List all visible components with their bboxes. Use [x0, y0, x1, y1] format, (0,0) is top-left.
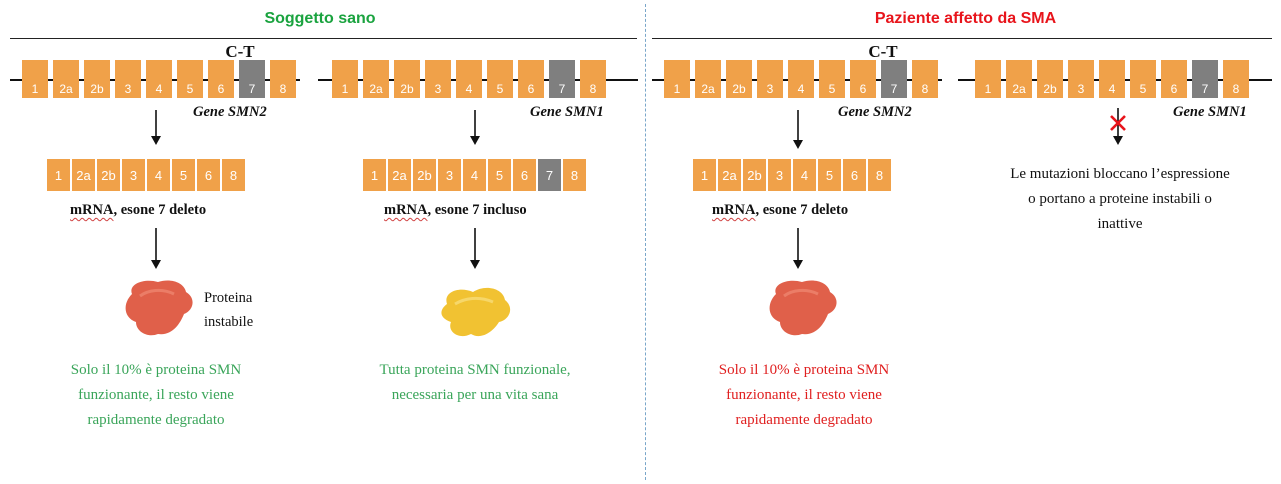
- exon-3: 3: [757, 60, 783, 98]
- exon-8: 8: [912, 60, 938, 98]
- mrna-exon-8: 8: [867, 158, 892, 192]
- arrow-down-icon: [793, 228, 803, 269]
- exon-2b: 2b: [726, 60, 752, 98]
- right-panel-title: Paziente affetto da SMA: [874, 10, 1057, 27]
- exon-4: 4: [1099, 60, 1125, 98]
- arrow-down-icon: [151, 110, 161, 145]
- gene-label-smn2-healthy: Gene SMN2: [193, 104, 267, 120]
- mrna-exon-2a: 2a: [387, 158, 412, 192]
- exon-6: 6: [518, 60, 544, 98]
- exon-3: 3: [115, 60, 141, 98]
- arrow-down-icon: [470, 228, 480, 269]
- arrow-down-icon: [151, 228, 161, 269]
- exon-6: 6: [208, 60, 234, 98]
- mrna-exon-4: 4: [146, 158, 171, 192]
- ct-label-right: C-T: [868, 42, 898, 61]
- mrna-exon-3: 3: [767, 158, 792, 192]
- mrna-exon-3: 3: [437, 158, 462, 192]
- caption-smn1-sma: Le mutazioni bloccano l’espressione o po…: [1010, 166, 1230, 232]
- exon-7: 7: [549, 60, 575, 98]
- ct-label-left: C-T: [225, 42, 255, 61]
- exon-2b: 2b: [394, 60, 420, 98]
- exon-2a: 2a: [363, 60, 389, 98]
- exon-1: 1: [975, 60, 1001, 98]
- mrna-label-deleted-healthy: mRNA, esone 7 deleto: [70, 202, 206, 219]
- exon-2b: 2b: [1037, 60, 1063, 98]
- exon-1: 1: [664, 60, 690, 98]
- arrow-down-icon: [793, 110, 803, 149]
- mrna-exon-2b: 2b: [96, 158, 121, 192]
- left-title-rule: [10, 38, 637, 39]
- mrna-exon-6: 6: [196, 158, 221, 192]
- exon-4: 4: [456, 60, 482, 98]
- exon-1: 1: [22, 60, 48, 98]
- unstable-protein-label: Proteina instabile: [204, 290, 254, 330]
- mrna-exon-2b: 2b: [412, 158, 437, 192]
- mrna-exon-2b: 2b: [742, 158, 767, 192]
- exon-1: 1: [332, 60, 358, 98]
- mrna-label-included-healthy: mRNA, esone 7 incluso: [384, 202, 527, 219]
- caption-smn2-sma: Solo il 10% è proteina SMN funzionante, …: [718, 362, 890, 428]
- mrna-label-rest: , esone 7 deleto: [113, 202, 207, 218]
- mrna-exon-6: 6: [512, 158, 537, 192]
- mrna-exon-5: 5: [817, 158, 842, 192]
- mrna-exon-5: 5: [487, 158, 512, 192]
- mrna-exon-8: 8: [221, 158, 246, 192]
- mrna-exon-2a: 2a: [717, 158, 742, 192]
- mrna-exon-5: 5: [171, 158, 196, 192]
- exon-5: 5: [1130, 60, 1156, 98]
- unstable-protein-icon: [125, 280, 193, 336]
- mrna-exon-3: 3: [121, 158, 146, 192]
- mrna-exon-4: 4: [792, 158, 817, 192]
- mrna-label-rest: , esone 7 incluso: [427, 202, 527, 218]
- exon-8: 8: [1223, 60, 1249, 98]
- exon-3: 3: [425, 60, 451, 98]
- mrna-word: mRNA: [70, 202, 114, 218]
- mrna-word: mRNA: [384, 202, 428, 218]
- exon-6: 6: [850, 60, 876, 98]
- exon-4: 4: [788, 60, 814, 98]
- exon-8: 8: [270, 60, 296, 98]
- exon-6: 6: [1161, 60, 1187, 98]
- exon-7: 7: [1192, 60, 1218, 98]
- blocked-arrow-icon: [1110, 108, 1126, 145]
- unstable-protein-icon: [769, 280, 837, 336]
- exon-7: 7: [881, 60, 907, 98]
- left-panel-title: Soggetto sano: [264, 10, 376, 27]
- stable-protein-icon: [441, 287, 511, 337]
- panel-divider: [645, 4, 646, 480]
- exon-4: 4: [146, 60, 172, 98]
- exon-5: 5: [819, 60, 845, 98]
- mrna-exon-1: 1: [692, 158, 717, 192]
- mrna-exon-6: 6: [842, 158, 867, 192]
- exon-2b: 2b: [84, 60, 110, 98]
- arrow-down-icon: [470, 110, 480, 145]
- caption-smn1-healthy: Tutta proteina SMN funzionale, necessari…: [379, 362, 571, 403]
- exon-5: 5: [487, 60, 513, 98]
- exon-7: 7: [239, 60, 265, 98]
- mrna-exon-8: 8: [562, 158, 587, 192]
- gene-label-smn2-sma: Gene SMN2: [838, 104, 912, 120]
- gene-label-smn1-healthy: Gene SMN1: [530, 104, 604, 120]
- exon-2a: 2a: [53, 60, 79, 98]
- exon-3: 3: [1068, 60, 1094, 98]
- mrna-exon-4: 4: [462, 158, 487, 192]
- mrna-exon-1: 1: [362, 158, 387, 192]
- exon-5: 5: [177, 60, 203, 98]
- mrna-exon-2a: 2a: [71, 158, 96, 192]
- exon-8: 8: [580, 60, 606, 98]
- mrna-exon-7: 7: [537, 158, 562, 192]
- mrna-label-deleted-sma: mRNA, esone 7 deleto: [712, 202, 848, 219]
- exon-2a: 2a: [1006, 60, 1032, 98]
- gene-label-smn1-sma: Gene SMN1: [1173, 104, 1247, 120]
- right-title-rule: [652, 38, 1272, 39]
- mrna-label-rest: , esone 7 deleto: [755, 202, 849, 218]
- caption-smn2-healthy: Solo il 10% è proteina SMN funzionante, …: [70, 362, 242, 428]
- mrna-word: mRNA: [712, 202, 756, 218]
- exon-2a: 2a: [695, 60, 721, 98]
- mrna-exon-1: 1: [46, 158, 71, 192]
